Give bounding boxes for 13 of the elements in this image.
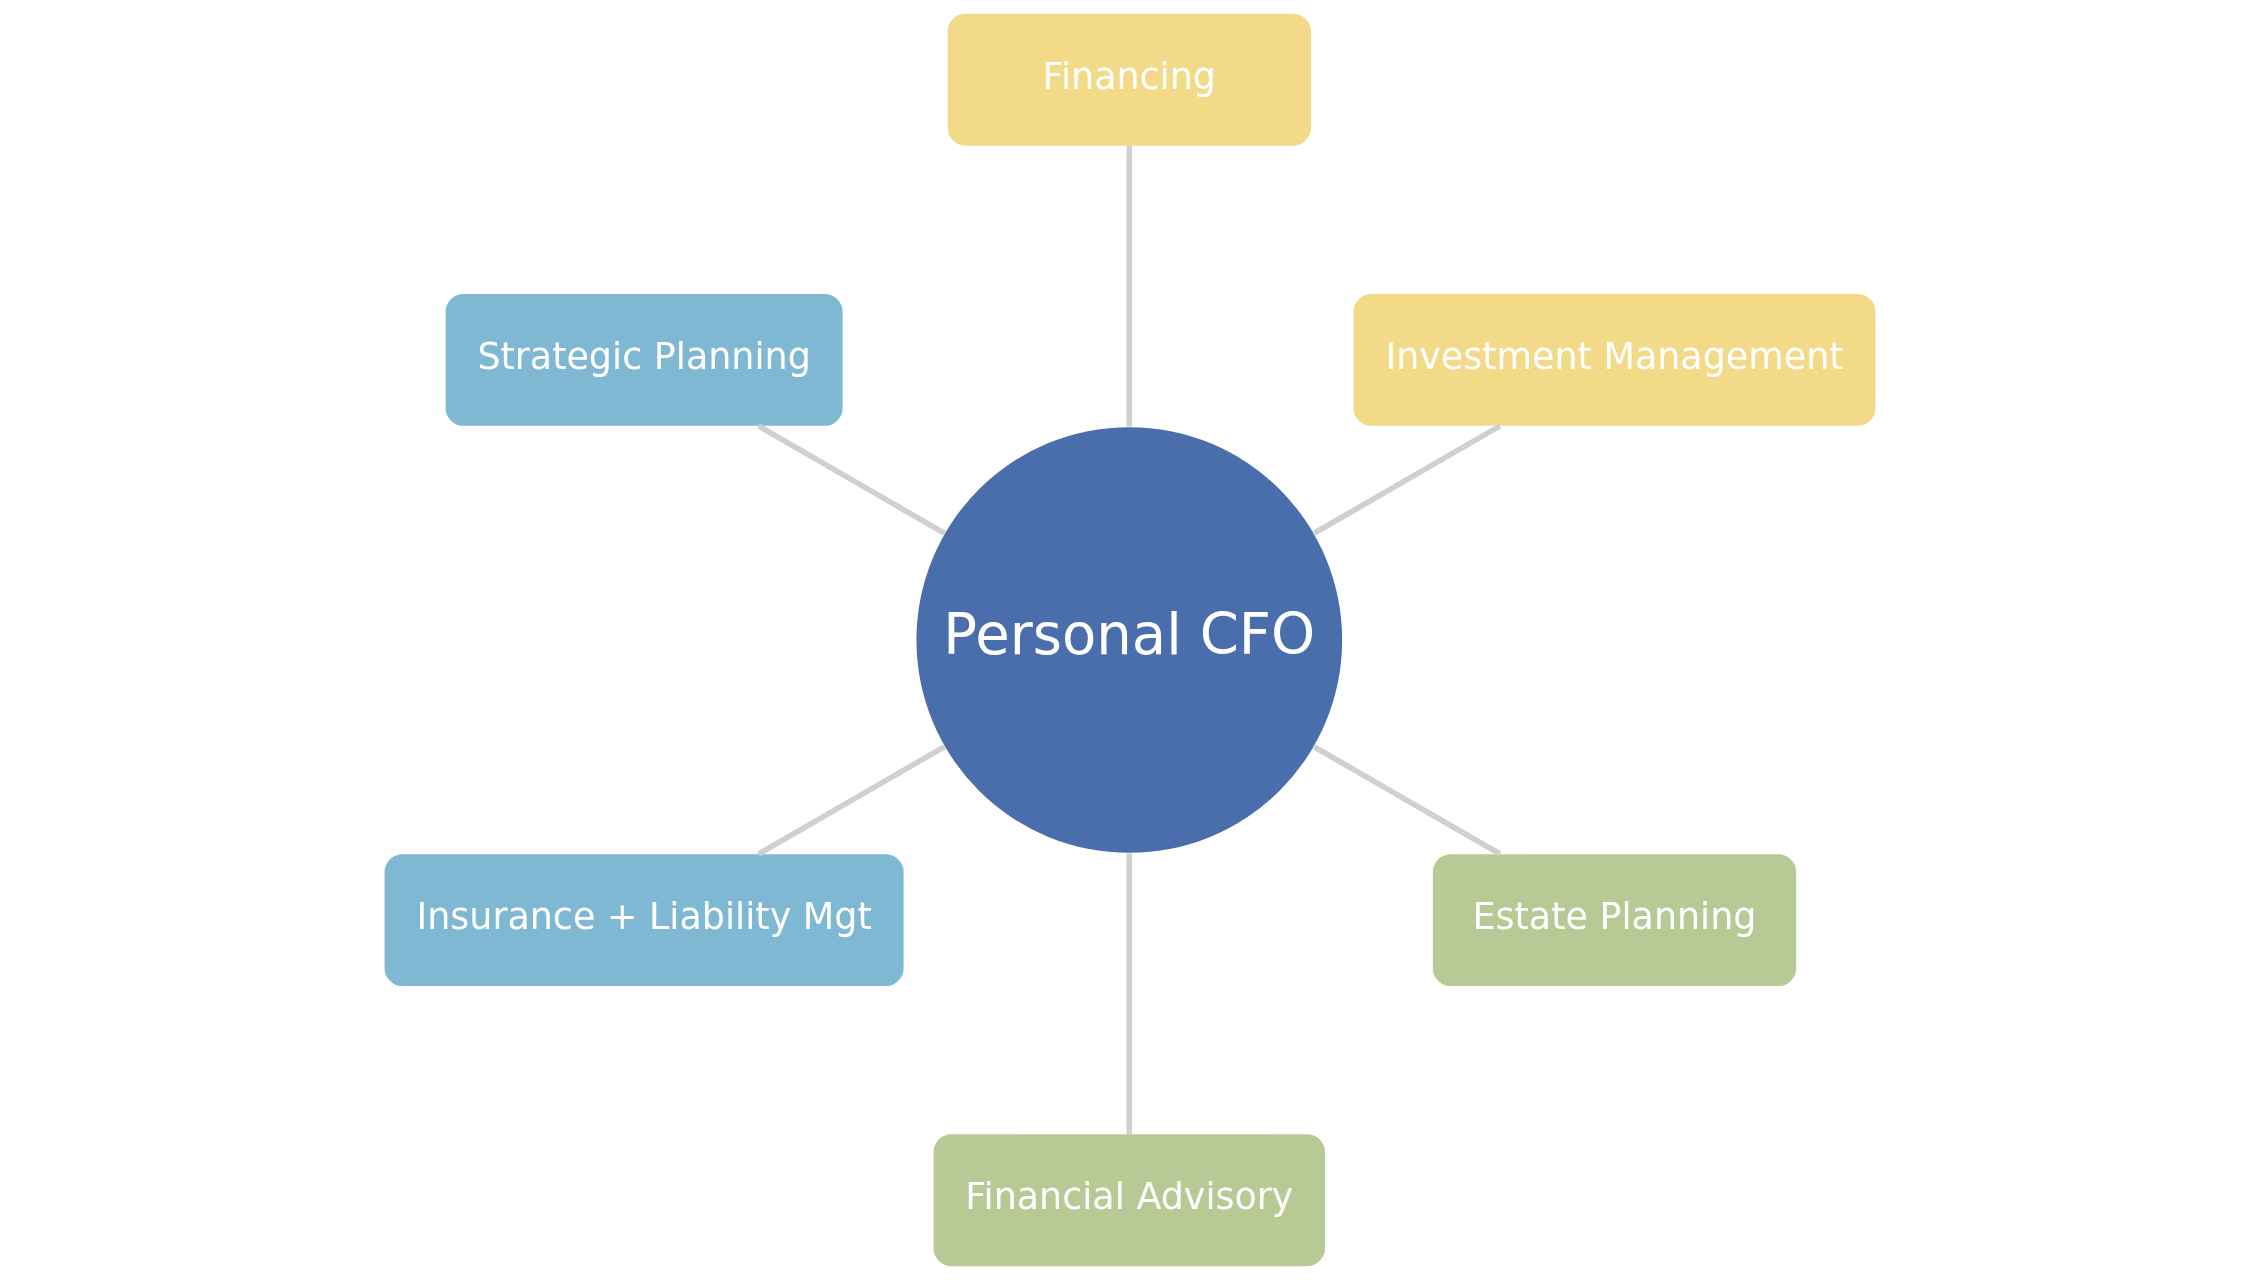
node-box: Insurance + Liability Mgt xyxy=(384,854,904,987)
connector xyxy=(1312,744,1502,857)
connector xyxy=(757,744,946,857)
node-box: Investment Management xyxy=(1353,293,1876,426)
connector xyxy=(757,423,946,536)
node-box: Financial Advisory xyxy=(933,1134,1325,1267)
node-box: Strategic Planning xyxy=(445,293,843,426)
node-circle: Personal CFO xyxy=(916,427,1343,853)
node-box: Estate Planning xyxy=(1432,854,1797,987)
node-box: Financing xyxy=(947,13,1311,146)
connector xyxy=(1126,145,1133,427)
connector xyxy=(1126,853,1133,1135)
connector xyxy=(1312,423,1502,536)
